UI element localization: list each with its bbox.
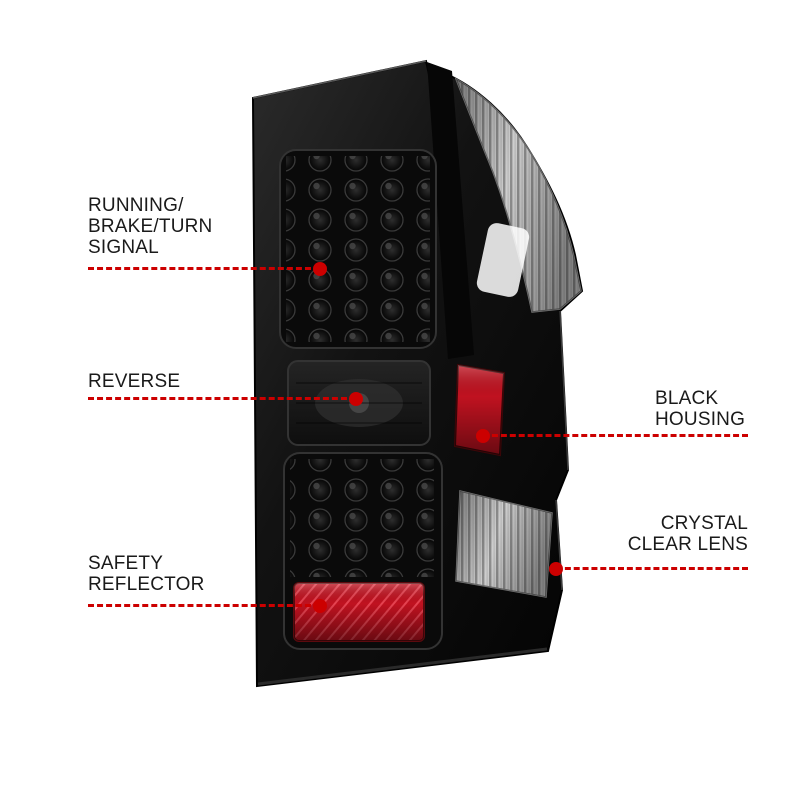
- callout-text-line: REVERSE: [88, 371, 181, 392]
- clear-lens-top-shading: [456, 79, 581, 312]
- callout-text-line: RUNNING/: [88, 195, 184, 216]
- callout-dot-crystal-clear-lens: [549, 562, 563, 576]
- callout-text-line: CLEAR LENS: [627, 534, 748, 555]
- callout-text-line: BLACK: [655, 388, 719, 409]
- callout-label-safety-reflector: SAFETY REFLECTOR: [88, 553, 205, 595]
- tail-light-svg: [251, 59, 584, 688]
- housing-divider-band: [427, 62, 474, 359]
- upper-led-array: [286, 156, 430, 342]
- callout-label-black-housing: BLACK HOUSING: [655, 388, 745, 430]
- callout-dot-running-brake-turn-signal: [313, 262, 327, 276]
- tail-light-image: [230, 55, 600, 705]
- housing-top-highlight: [252, 60, 427, 99]
- callout-text-line: CRYSTAL: [660, 513, 748, 534]
- housing-bottom-bezel: [257, 647, 548, 686]
- safety-reflector-shading: [294, 583, 424, 641]
- callout-label-crystal-clear-lens: CRYSTAL CLEAR LENS: [628, 513, 748, 555]
- callout-text-line: REFLECTOR: [88, 574, 205, 595]
- callout-line-crystal-clear-lens: [556, 567, 748, 570]
- callout-text-line: SIGNAL: [88, 237, 159, 258]
- lens-reflection-highlight: [476, 223, 530, 297]
- callout-dot-safety-reflector: [313, 599, 327, 613]
- housing-edge-lines: [555, 310, 569, 591]
- callout-line-running-brake-turn-signal: [88, 267, 320, 270]
- side-marker-shading: [455, 365, 504, 455]
- clear-lens-bottom-shading: [456, 491, 552, 597]
- lower-led-array: [290, 459, 434, 577]
- callout-label-running-brake-turn-signal: RUNNING/ BRAKE/TURN SIGNAL: [88, 195, 212, 258]
- callout-text-line: SAFETY: [88, 553, 164, 574]
- callout-text-line: BRAKE/TURN: [88, 216, 213, 237]
- callout-dot-reverse: [349, 392, 363, 406]
- callout-line-black-housing: [483, 434, 748, 437]
- callout-text-line: HOUSING: [655, 409, 746, 430]
- callout-line-reverse: [88, 397, 356, 400]
- callout-label-reverse: REVERSE: [88, 371, 180, 392]
- callout-line-safety-reflector: [88, 604, 320, 607]
- callout-dot-black-housing: [476, 429, 490, 443]
